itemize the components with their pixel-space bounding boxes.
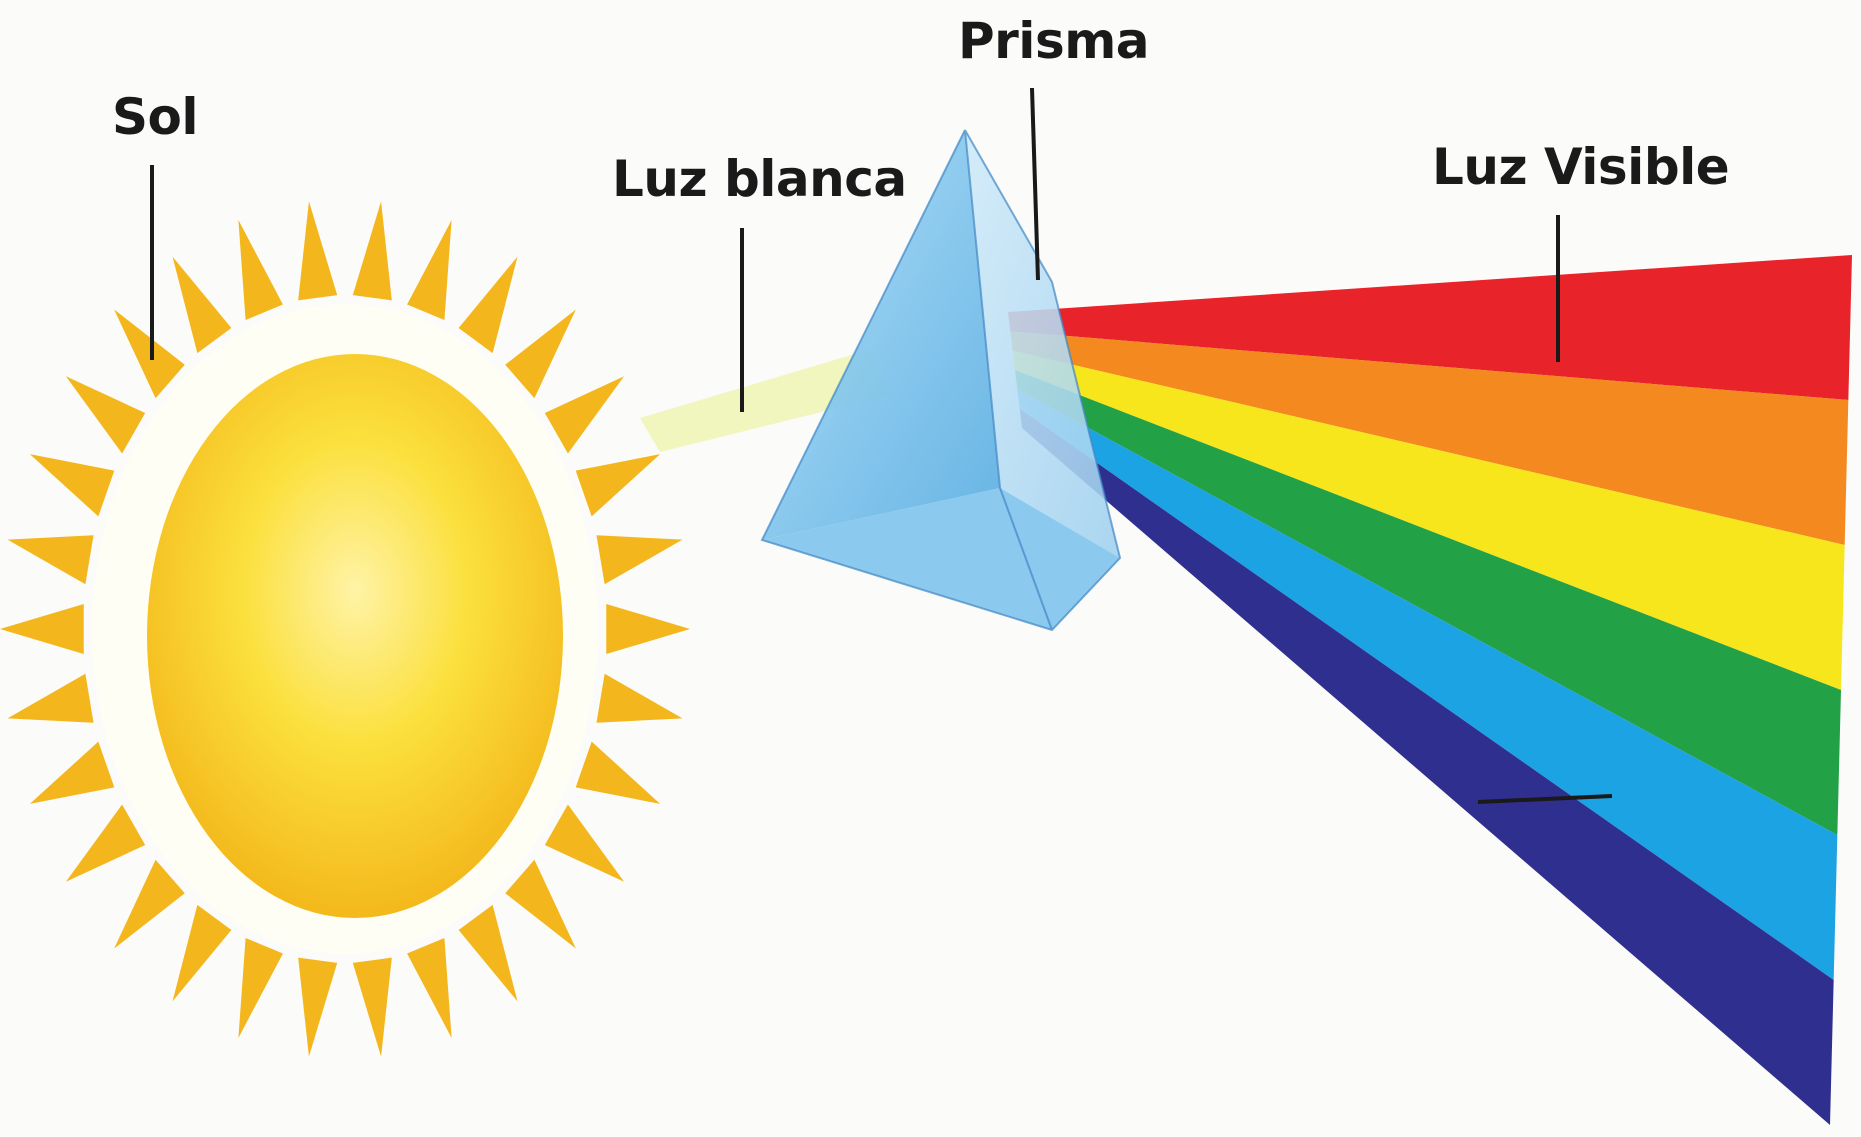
prism-bottom-face: [762, 488, 1120, 630]
sun-ray: [114, 309, 185, 399]
sun-ray: [65, 376, 146, 454]
sun-ray: [407, 220, 452, 320]
white-light-beam: [640, 350, 890, 452]
sun-ray: [458, 256, 518, 354]
sun-rays: [0, 201, 690, 1057]
sun-ray: [544, 804, 625, 882]
prism: [760, 129, 1122, 632]
sun-ray: [575, 741, 661, 804]
sun-ray: [458, 904, 518, 1002]
label-luz-blanca: Luz blanca: [612, 150, 907, 208]
pointer-line-prisma: [1030, 87, 1040, 281]
prism-right-face: [965, 130, 1120, 558]
sun-core: [147, 354, 563, 918]
label-prisma: Prisma: [958, 12, 1150, 70]
sun-ray: [352, 957, 392, 1057]
sun-ray: [352, 201, 392, 301]
sun-ray: [238, 220, 283, 320]
sun-ray: [505, 859, 576, 949]
label-luz-visible: Luz Visible: [1432, 138, 1730, 196]
sun-ray: [606, 603, 690, 655]
sun-ray: [7, 535, 94, 585]
sun-ray: [544, 376, 625, 454]
sun-ray: [505, 309, 576, 399]
sun-ray: [114, 859, 185, 949]
spectrum-fan: [1008, 255, 1852, 1126]
sun-ray: [29, 741, 115, 804]
spectrum-band-yellow: [1012, 350, 1845, 690]
sun-ray: [172, 256, 232, 354]
spectrum-band-green: [1015, 370, 1841, 835]
spectrum-band-red: [1008, 255, 1852, 400]
sun-ray: [65, 804, 146, 882]
pointer-line-violet: [1477, 794, 1613, 804]
sun-ray: [298, 201, 338, 301]
sun-ray: [29, 454, 115, 517]
sun-ray: [407, 938, 452, 1038]
sun-ray: [596, 673, 683, 723]
sun-ray: [298, 957, 338, 1057]
sun-ray: [596, 535, 683, 585]
spectrum-band-orange: [1010, 331, 1849, 545]
spectrum-band-blue: [1017, 389, 1838, 980]
sun-ray: [575, 454, 661, 517]
sun-ray: [238, 938, 283, 1038]
prism-left-face: [762, 130, 1000, 540]
prism-edges: [760, 129, 1122, 632]
sun-ray: [172, 904, 232, 1002]
sun-ray: [0, 603, 84, 655]
spectrum-band-violet: [1019, 408, 1834, 1126]
label-sol: Sol: [112, 88, 199, 146]
sun-ray: [7, 673, 94, 723]
